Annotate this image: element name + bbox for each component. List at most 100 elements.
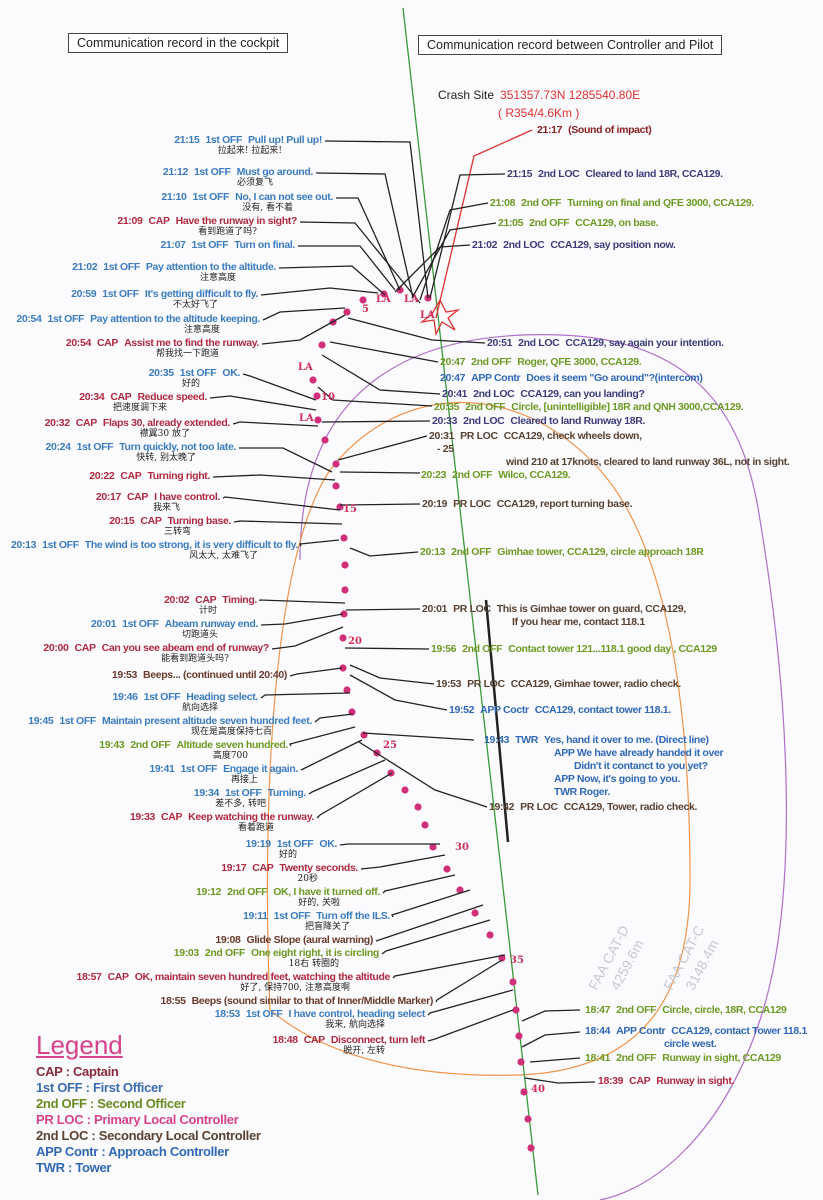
crash-site-radial: ( R354/4.6Km ) [498, 106, 580, 120]
entry-time: 20:41 [442, 388, 468, 400]
flight-position-dot [318, 341, 326, 349]
entry-time: 19:17 [221, 862, 247, 874]
connector-line [298, 245, 396, 291]
entry-time: 18:39 [598, 1075, 624, 1087]
connector-line [529, 1057, 581, 1063]
connector-line [411, 222, 497, 299]
entry-time: 19:53 [436, 678, 462, 690]
entry-text: (Sound of impact) [568, 124, 652, 136]
entry-time: 20:34 [79, 391, 105, 403]
connector-line [349, 674, 448, 711]
entry-speaker: CAP [96, 337, 119, 349]
entry-time: 21:15 [507, 168, 533, 180]
entry-time: 19:53 [111, 669, 137, 681]
connector-line [242, 373, 317, 401]
connector-line [427, 1009, 514, 1042]
entry-time: 20:54 [65, 337, 91, 349]
entry-chinese-translation: 差不多, 转吧 [215, 799, 266, 809]
entry-chinese-translation: 必须复飞 [236, 178, 273, 188]
entry-text: Heading select. [186, 691, 258, 703]
circling-area-cat-c [266, 402, 691, 1076]
impact-icon [419, 298, 461, 337]
connector-line [344, 647, 430, 650]
flight-position-dot [341, 561, 349, 569]
flight-position-dot [429, 843, 437, 851]
entry-speaker: PR LOC [453, 603, 491, 615]
entry-speaker: 2nd OFF [452, 469, 493, 481]
entry-chinese-translation: 风太大, 太难飞了 [189, 551, 258, 561]
entry-chinese-translation: 好的 [278, 850, 297, 860]
connector-line [375, 904, 484, 942]
legend-item: APP Contr : Approach Controller [36, 1144, 229, 1159]
entry-time: 20:17 [95, 491, 121, 503]
entry-text: I have control. [154, 491, 220, 503]
entry-text: Turn on final. [234, 239, 295, 251]
entry-text: CCA129, contact tower 118.1. [534, 704, 671, 716]
entry-speaker: 1st OFF [59, 715, 96, 727]
entry-speaker: 1st OFF [192, 191, 230, 203]
entry-speaker: 1st OFF [103, 261, 140, 273]
connector-line [381, 919, 491, 955]
entry-speaker: CAP [148, 215, 170, 227]
entry-time: 18:44 [585, 1025, 611, 1037]
entry-text: CCA129, can you landing? [520, 388, 645, 400]
entry-chinese-translation: 计时 [198, 606, 217, 616]
entry-speaker: 2nd OFF [471, 356, 512, 368]
entry-text: Timing. [222, 594, 257, 606]
entry-time: 20:19 [422, 498, 448, 510]
entry-time: 20:24 [45, 441, 71, 453]
entry-speaker: 2nd OFF [451, 546, 492, 558]
entry-time: 19:46 [112, 691, 138, 703]
entry-speaker: 1st OFF [245, 1008, 283, 1020]
connector-line [339, 503, 421, 506]
entry-text: Runway in sight, CCA129 [662, 1052, 781, 1064]
entry-time: 20:15 [109, 515, 135, 527]
entry-time: 20:35 [148, 367, 174, 379]
entry-speaker: PR LOC [453, 498, 491, 510]
entry-speaker: 2nd OFF [616, 1004, 657, 1016]
entry-chinese-translation: 注意高度 [199, 273, 236, 283]
entry-text: Roger, QFE 3000, CCA129. [517, 356, 642, 368]
entry-time: 21:10 [161, 191, 187, 203]
entry-time: 19:42 [489, 801, 515, 813]
entry-text: Turning base. [167, 515, 231, 527]
connector-line [336, 197, 401, 291]
connector-line [360, 854, 446, 870]
flight-position-dot [509, 978, 517, 986]
distance-label: 40 [531, 1084, 545, 1095]
cockpit-record-header: Communication record in the cockpit [68, 33, 289, 53]
entry-time: 18:57 [76, 971, 102, 983]
entry-text: OK. [222, 367, 240, 379]
entry-chinese-translation: 能看到跑道头吗? [161, 654, 229, 664]
entry-speaker: 1st OFF [205, 134, 243, 146]
connector-line [262, 307, 346, 321]
connector-line [429, 173, 506, 299]
entry-time: 19:08 [215, 934, 241, 946]
entry-time: 18:53 [214, 1008, 240, 1020]
legend-item: TWR : Tower [36, 1160, 112, 1175]
low-altitude-marker: LA [404, 294, 419, 305]
entry-text: OK. [319, 838, 337, 850]
flight-position-dot [524, 1115, 532, 1123]
entry-chinese-translation: 航向选择 [181, 703, 218, 713]
entry-speaker: 2nd OFF [130, 739, 171, 751]
entry-chinese-translation: 切跑道头 [181, 630, 218, 640]
